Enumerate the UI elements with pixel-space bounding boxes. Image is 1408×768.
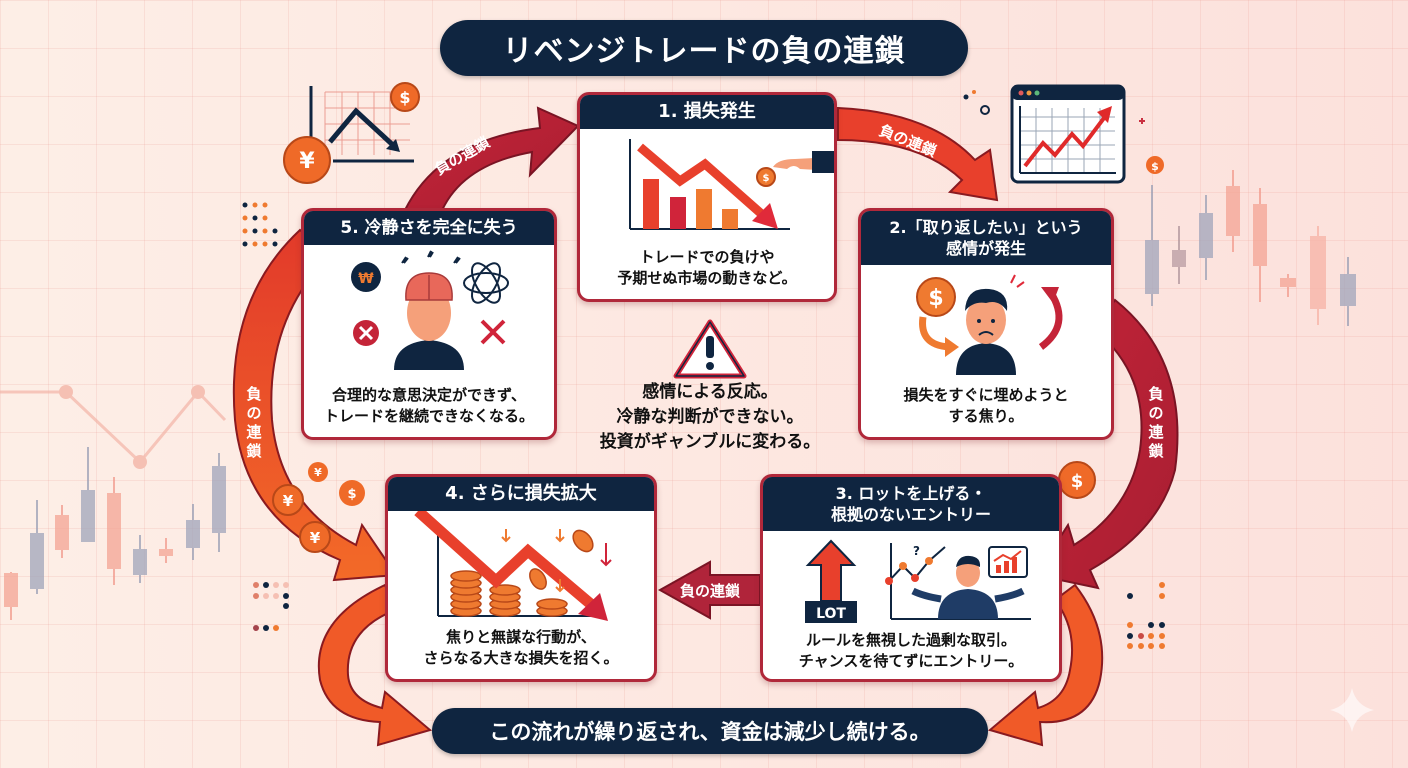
lot-up-illustration: LOT ?: [763, 531, 1059, 630]
svg-text:?: ?: [913, 544, 920, 558]
svg-text:¥: ¥: [299, 149, 315, 174]
coin-loss-illustration: [388, 506, 654, 627]
step-2-heading: 2.「取り返したい」という 感情が発生: [861, 211, 1111, 265]
center-warning-text: 感情による反応。 冷静な判断ができない。 投資がギャンブルに変わる。: [599, 382, 821, 452]
lot-label: LOT: [816, 606, 846, 622]
step-3-heading: 3. ロットを上げる・ 根拠のないエントリー: [763, 477, 1059, 531]
svg-text:¥: ¥: [283, 492, 294, 510]
step-5-description: 合理的な意思決定ができず、 トレードを継続できなくなる。: [323, 386, 534, 425]
svg-text:$: $: [1071, 471, 1084, 492]
chain-label-bottom-middle: 負の連鎖: [680, 582, 741, 600]
step-5-heading: 5. 冷静さを完全に失う: [304, 211, 554, 245]
step-card-1: 1. 損失発生 $ トレードでの負けや 予期せぬ市場の動きなど。: [577, 92, 837, 302]
falling-chart-decor: [309, 86, 414, 163]
arrow-into-footer-left: [317, 583, 433, 747]
step-1-description: トレードでの負けや 予期せぬ市場の動きなど。: [617, 248, 797, 287]
worried-person-illustration: $: [861, 265, 1111, 385]
arrow-2-to-3: [1034, 298, 1179, 590]
step-2-description: 損失をすぐに埋めようと する焦り。: [903, 386, 1069, 425]
svg-text:₩: ₩: [358, 271, 374, 287]
svg-text:$: $: [763, 173, 770, 184]
chain-label-right-vertical: 負 の 連 鎖: [1148, 385, 1164, 460]
svg-text:$: $: [928, 286, 943, 311]
step-3-description: ルールを無視した過剰な取引。 チャンスを待てずにエントリー。: [798, 631, 1024, 670]
step-card-4: 4. さらに損失拡大 焦りと無謀な行動が、 さらなる大きな損失を招く。: [385, 474, 657, 682]
svg-text:$: $: [347, 487, 356, 502]
chain-label-left-vertical: 負 の 連 鎖: [246, 385, 262, 460]
svg-text:$: $: [399, 88, 410, 107]
arrow-1-to-2: [837, 106, 999, 202]
step-card-2: 2.「取り返したい」という 感情が発生 $ 損失をすぐに埋めようと する焦り。: [858, 208, 1114, 440]
svg-text:$: $: [1151, 160, 1159, 173]
footer-summary: この流れが繰り返され、資金は減少し続ける。: [432, 708, 988, 754]
svg-text:¥: ¥: [314, 466, 322, 479]
step-1-heading: 1. 損失発生: [580, 95, 834, 129]
arrow-into-footer-right: [987, 583, 1104, 747]
step-4-heading: 4. さらに損失拡大: [388, 477, 654, 511]
arrow-3-to-4: [657, 560, 761, 620]
arrow-5-to-1: [403, 106, 580, 217]
page-title: リベンジトレードの負の連鎖: [440, 20, 968, 76]
step-card-3: 3. ロットを上げる・ 根拠のないエントリー LOT ? ルールを無視した過剰な…: [760, 474, 1062, 682]
falling-bar-chart-illustration: $: [580, 129, 834, 247]
svg-text:¥: ¥: [310, 529, 321, 547]
step-card-5: 5. 冷静さを完全に失う ₩ 合理的な意思決定ができず、 トレードを継続できなく…: [301, 208, 557, 440]
step-4-description: 焦りと無謀な行動が、 さらなる大きな損失を招く。: [423, 628, 619, 667]
stressed-brain-illustration: ₩: [304, 245, 554, 385]
rising-chart-window-decor: [1010, 84, 1145, 184]
